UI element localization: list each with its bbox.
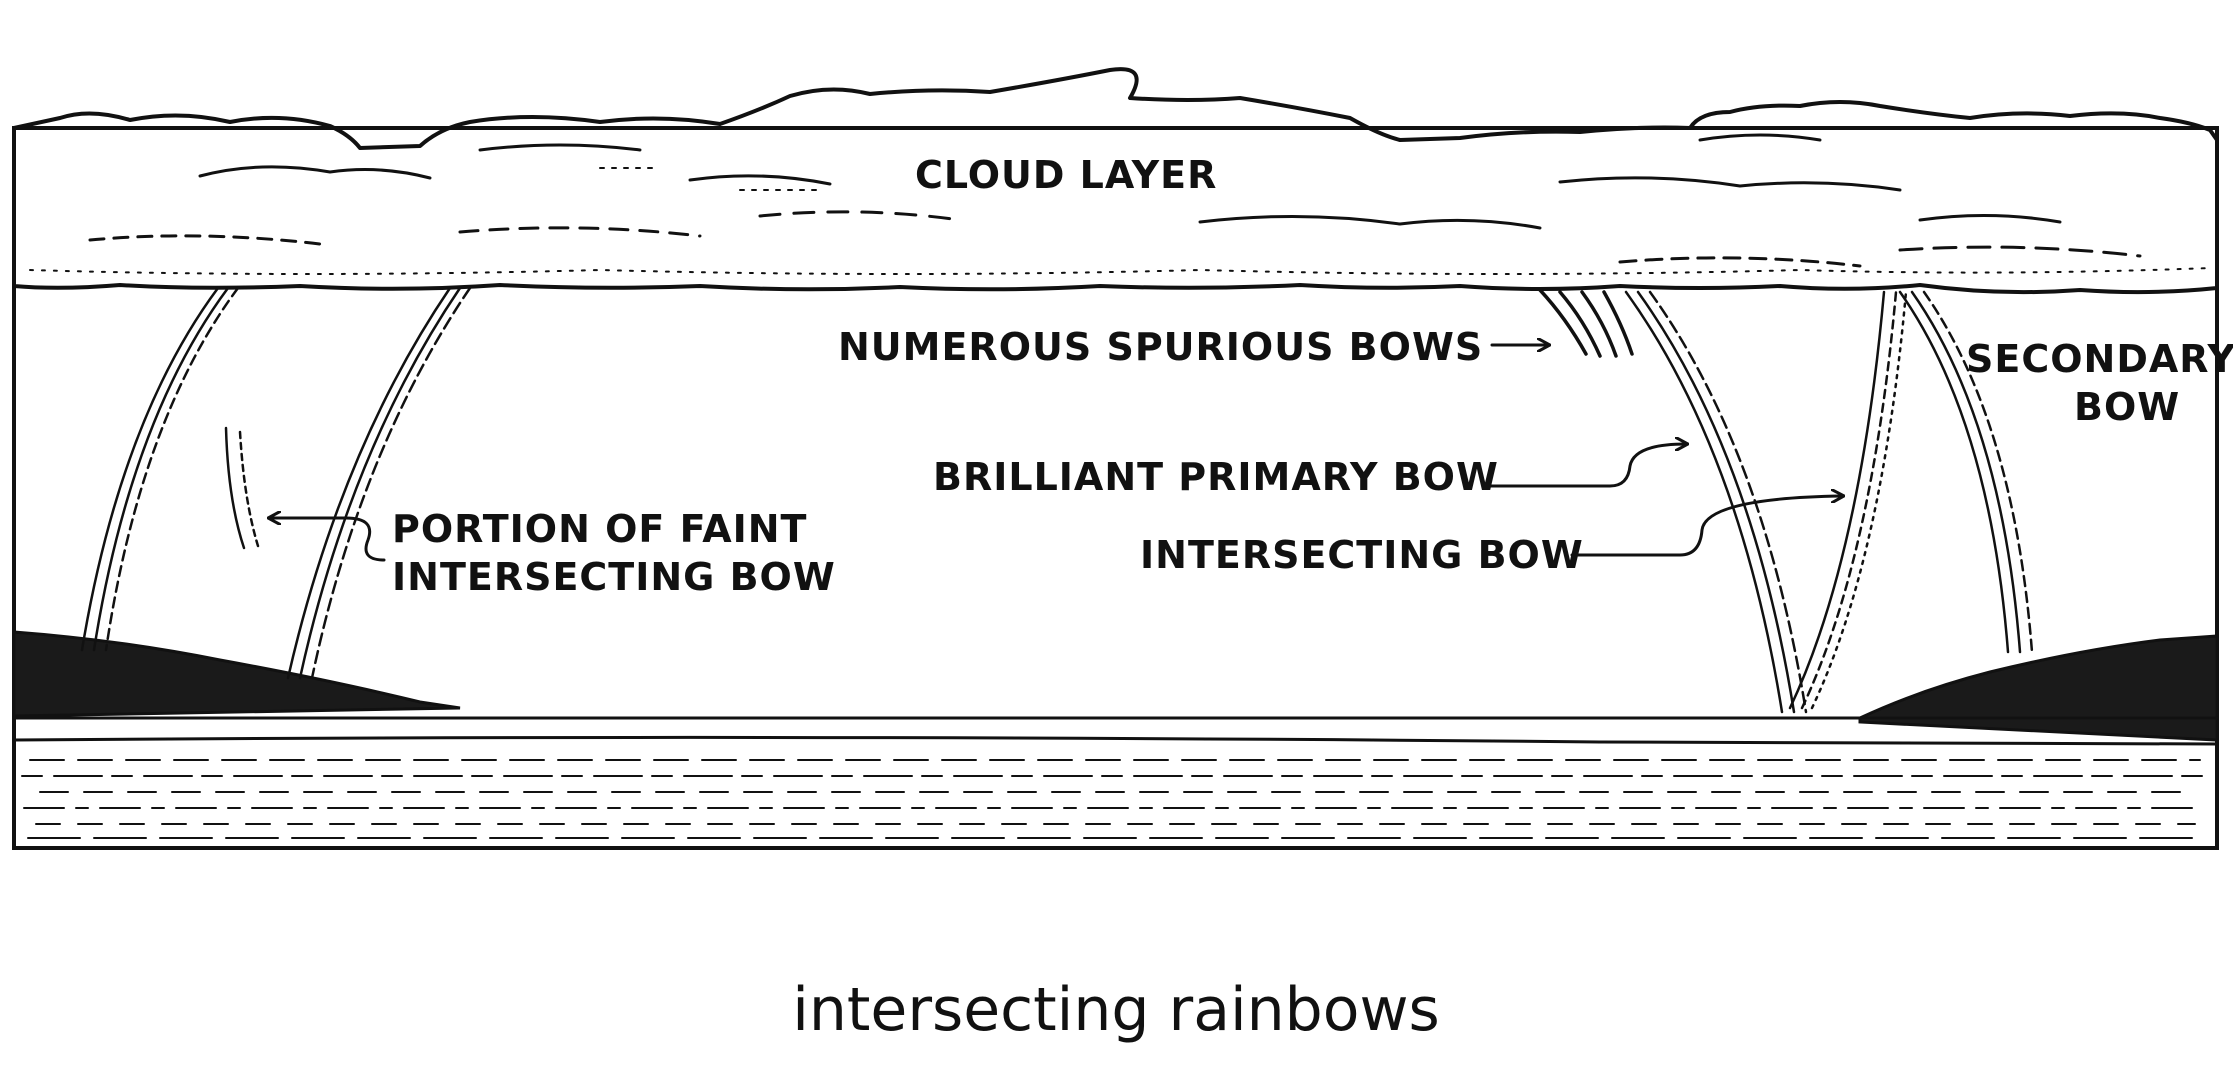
left-hill: [12, 630, 461, 718]
left-primary-bow: [286, 286, 472, 680]
primary-bow-arrow: [1482, 444, 1686, 488]
spurious-bows: [1538, 288, 1634, 358]
intersecting-bow-label: INTERSECTING BOW: [1140, 533, 1584, 577]
secondary-bow-label-line1: SECONDARY: [1966, 337, 2233, 381]
right-primary-bow: [1624, 290, 1808, 714]
left-secondary-bow: [80, 286, 240, 652]
spurious-bows-label: NUMEROUS SPURIOUS BOWS: [838, 325, 1483, 369]
faint-intersecting-bow-fragment: [224, 426, 260, 550]
diagram-caption: intersecting rainbows: [792, 975, 1440, 1045]
cloud-layer: [12, 67, 2219, 295]
secondary-bow-label-line2: BOW: [2074, 385, 2180, 429]
right-secondary-bow: [1898, 290, 2034, 654]
faint-bow-arrow: [270, 518, 386, 562]
ground: [12, 630, 2219, 746]
water-surface: [21, 759, 2206, 839]
cloud-layer-label: CLOUD LAYER: [915, 153, 1217, 197]
diagram-frame: [12, 126, 2219, 850]
primary-bow-label: BRILLIANT PRIMARY BOW: [933, 455, 1499, 499]
faint-bow-label-line2: INTERSECTING BOW: [392, 555, 836, 599]
faint-bow-label-line1: PORTION OF FAINT: [392, 507, 807, 551]
right-hill: [1858, 634, 2219, 742]
intersecting-bow-arrow: [1570, 496, 1842, 557]
right-intersecting-bow: [1788, 290, 1908, 710]
